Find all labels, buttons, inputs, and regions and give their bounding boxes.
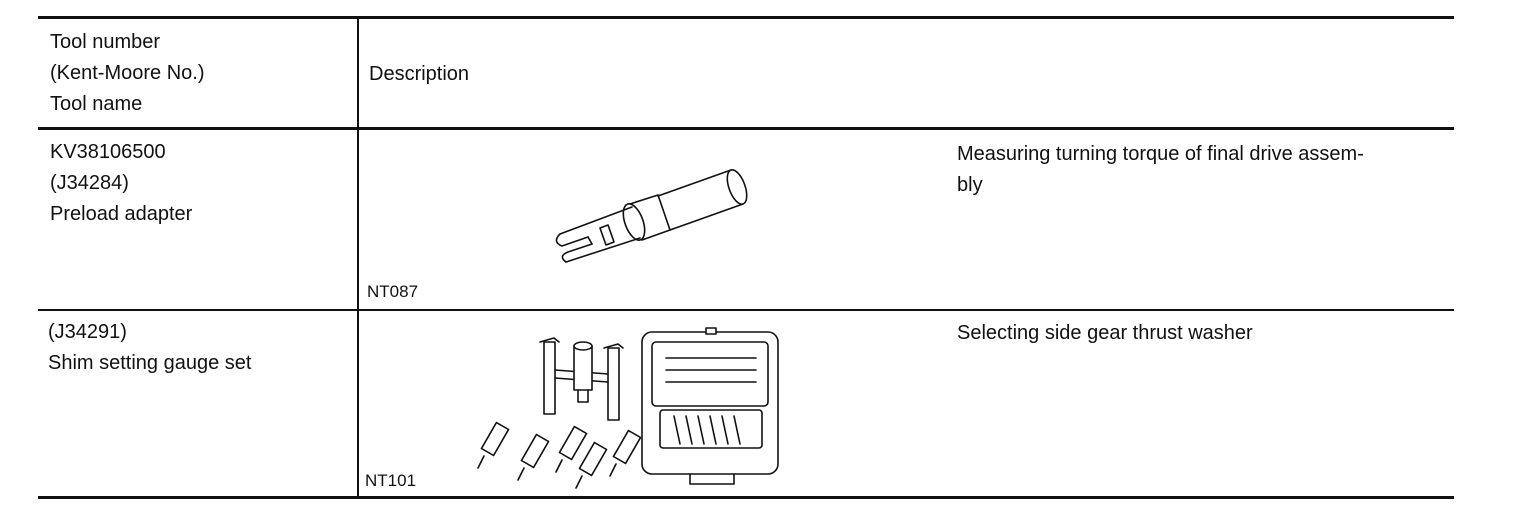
row-2-code: NT101 bbox=[365, 471, 417, 490]
table-top-rule bbox=[38, 16, 1454, 19]
shim-setting-gauge-set-drawing bbox=[477, 327, 779, 489]
row-2-tool: (J34291) Shim setting gauge set bbox=[48, 321, 252, 374]
row-divider-rule bbox=[38, 309, 1454, 311]
table-bottom-rule bbox=[38, 496, 1454, 499]
row-1-tool: KV38106500 (J34284) Preload adapter bbox=[50, 141, 193, 225]
preload-adapter-drawing bbox=[555, 169, 748, 263]
header-bottom-rule bbox=[38, 127, 1454, 130]
row-1-code: NT087 bbox=[367, 282, 419, 301]
row-2-description: Selecting side gear thrust washer bbox=[957, 322, 1253, 344]
column-divider bbox=[357, 17, 359, 498]
special-tools-table: Tool number (Kent-Moore No.) Tool name D… bbox=[38, 0, 1454, 516]
row-1-description: Measuring turning torque of final drive … bbox=[957, 143, 1364, 196]
header-description-column: Description bbox=[369, 63, 470, 85]
header-tool-column: Tool number (Kent-Moore No.) Tool name bbox=[50, 31, 205, 115]
